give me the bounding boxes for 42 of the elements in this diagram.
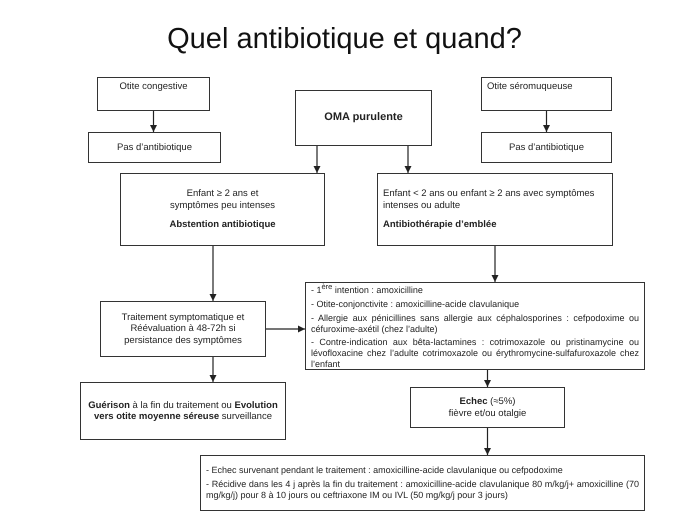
process-box [120, 173, 325, 246]
process-box [100, 301, 266, 357]
box-text: - Contre-indication aux bêta-lactamines : cotrimoxazole ou pristinamycine ou lévofloxacine chez l’adulte cotrimoxazole ou érythromycine-sulfafuroxazole chez l’enfant [311, 337, 639, 370]
arrow [492, 246, 498, 282]
process-box [200, 455, 645, 511]
slide-title: Quel antibiotique et quand? [166, 22, 523, 56]
process-box [377, 173, 613, 246]
process-box [410, 387, 565, 428]
process-box [305, 282, 645, 370]
box-text: Enfant ≥ 2 ans et symptômes peu intenses [168, 188, 276, 212]
box-text: Otite séromuqueuse [487, 81, 574, 92]
box-text: Guérison à la fin du traitement ou Evolution vers otite moyenne séreuse surveillance [87, 400, 279, 422]
box-text: - Echec survenant pendant le traitement : amoxicilline-acide clavulanique ou cefpodoxime [206, 465, 564, 476]
process-box [80, 382, 286, 440]
box-text: Enfant < 2 ans ou enfant ≥ 2 ans avec symptômes intenses ou adulte [383, 188, 596, 212]
box-text: Pas d’antibiotique [116, 142, 193, 154]
box-text: Antibiothérapie d’emblée [383, 219, 498, 231]
arrow [314, 146, 320, 173]
box-text: - 1$^{ère}$ intention : amoxicilline [311, 282, 424, 296]
arrow [484, 370, 491, 387]
box-text: Traitement symptomatique et Réévaluation à 48-72h si persistance des symptômes [120, 312, 246, 346]
box-text: - Allergie aux pénicillines sans allergie aux céphalosporines : cefpodoxime ou céfuroxime-axétil (chez l’adulte) [311, 312, 639, 334]
arrow [484, 428, 491, 455]
box-text: - Otite-conjonctivite : amoxicilline-acide clavulanique [311, 299, 520, 310]
box-text: Echec (≈5%) [458, 396, 516, 408]
box-text: - Récidive dans les 4 j après la fin du traitement : amoxicilline-acide clavulanique 80 m/kg/j+ amoxicilline (70 mg/kg/j) pour 8 à 10 jours ou ceftriaxone IM ou IVL (50 mg/kg/j pour 3 jours) [206, 479, 639, 501]
process-box [481, 132, 612, 163]
box-text: fièvre et/ou otalgie [448, 408, 528, 419]
box-text: Otite congestive [118, 81, 189, 92]
arrow [266, 326, 305, 332]
arrow [150, 111, 157, 132]
arrow [543, 111, 550, 132]
arrow [404, 146, 412, 173]
box-text: Pas d’antibiotique [508, 142, 585, 154]
arrow [210, 246, 216, 301]
arrow [210, 357, 216, 382]
process-box [97, 77, 210, 111]
box-text: OMA purulente [323, 111, 404, 125]
box-text: Abstention antibiotique [169, 219, 276, 231]
process-box [481, 77, 612, 111]
process-box [88, 132, 221, 163]
diagnosis-box [295, 90, 432, 146]
